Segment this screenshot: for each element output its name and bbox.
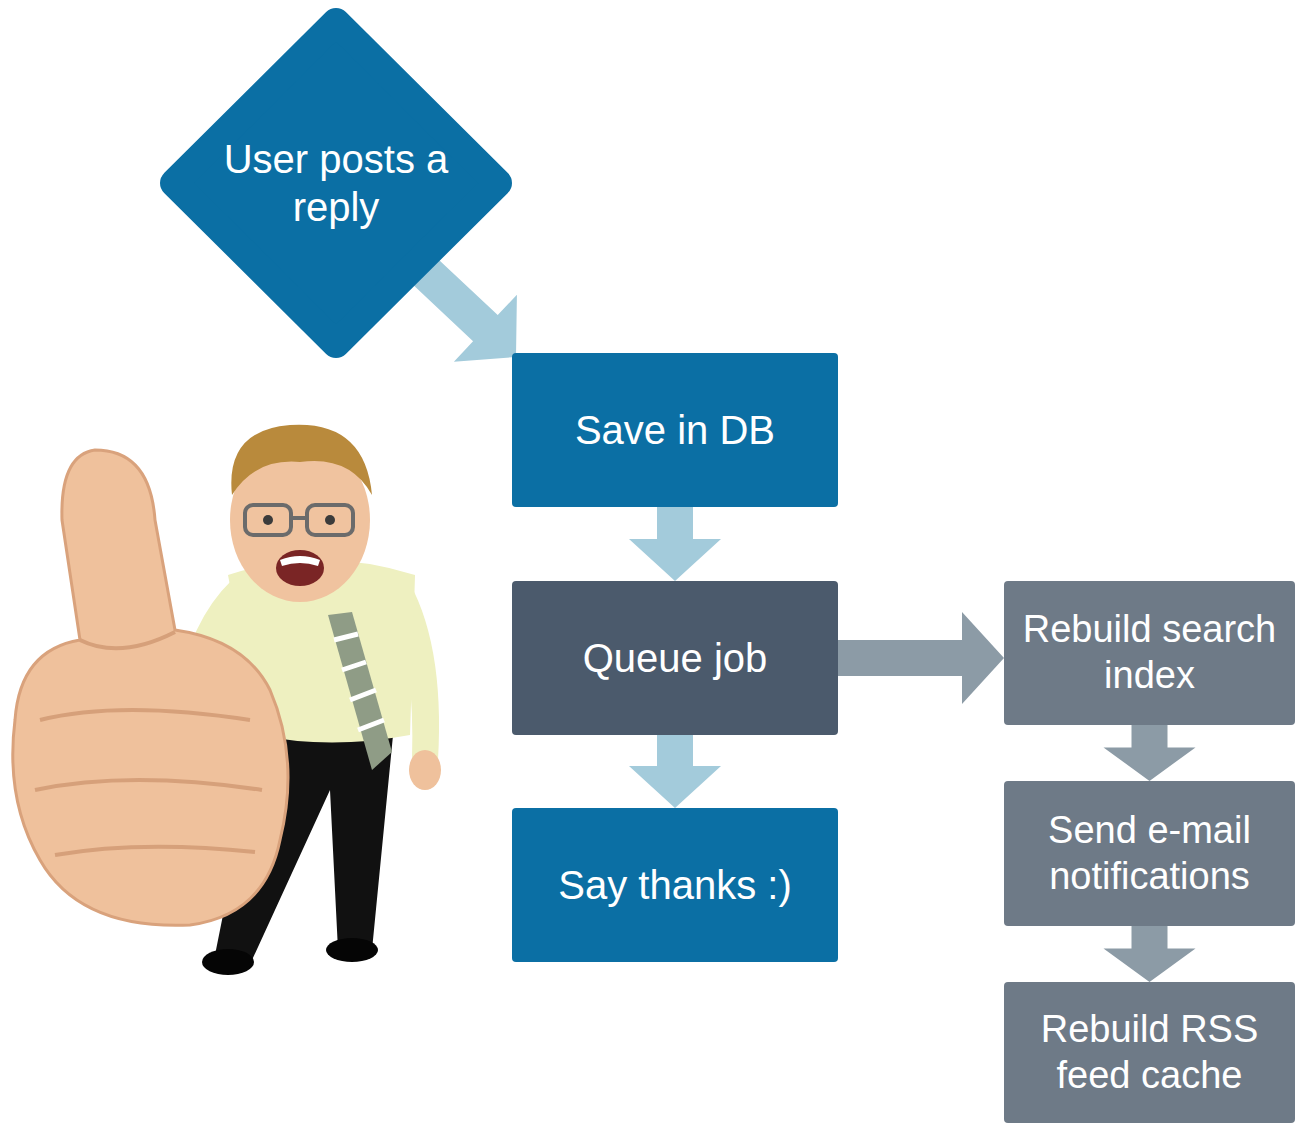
glasses-bridge (291, 516, 307, 520)
block-arrow (629, 735, 721, 808)
thumb-hand (13, 450, 288, 925)
eye (263, 515, 273, 525)
block-arrow (1104, 926, 1196, 982)
node-label: Rebuild RSS feed cache (1014, 1007, 1285, 1098)
job-box: Rebuild search index (1004, 581, 1295, 725)
block-arrow (1104, 725, 1196, 781)
mouth (276, 550, 324, 586)
process-box: Say thanks :) (512, 808, 838, 962)
shoe (326, 938, 378, 962)
thumb-crease (80, 632, 175, 648)
eye (325, 515, 335, 525)
node-label: Save in DB (575, 406, 775, 454)
teeth (280, 556, 320, 566)
tie (328, 612, 392, 770)
hair (231, 425, 372, 495)
node-label: Send e-mail notifications (1014, 808, 1285, 899)
block-arrow (838, 612, 1004, 704)
node-label: User posts a reply (216, 135, 456, 231)
queue-box: Queue job (512, 581, 838, 735)
job-box: Rebuild RSS feed cache (1004, 982, 1295, 1123)
finger-lines (35, 710, 262, 855)
node-label: Say thanks :) (558, 861, 791, 909)
node-label: Queue job (583, 634, 768, 682)
decision-diamond: User posts a reply (160, 8, 512, 358)
hand (409, 750, 441, 790)
tie-stripes (334, 634, 384, 730)
block-arrow (629, 507, 721, 581)
shoe (202, 949, 254, 975)
diamond-outline (160, 8, 512, 358)
glasses (307, 505, 353, 535)
diamond-fill (174, 22, 498, 344)
glasses (245, 505, 291, 535)
job-box: Send e-mail notifications (1004, 781, 1295, 926)
process-box: Save in DB (512, 353, 838, 507)
node-label: Rebuild search index (1014, 607, 1285, 698)
block-arrow (412, 257, 517, 361)
